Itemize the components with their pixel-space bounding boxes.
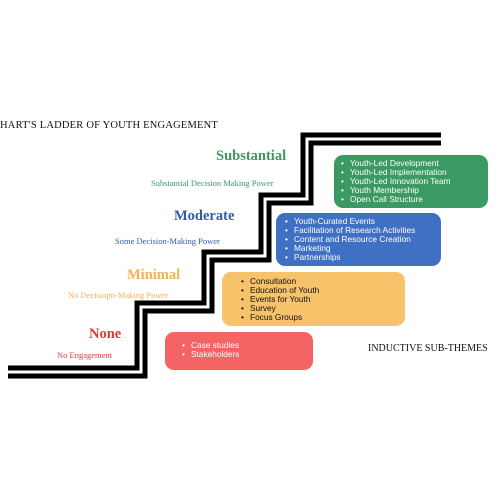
subtheme-item: Open Call Structure xyxy=(340,195,482,205)
subtheme-box-minimal: Consultation Education of Youth Events f… xyxy=(222,272,405,326)
subtheme-item: Facilitation of Research Activities xyxy=(284,226,433,236)
subtheme-item: Youth-Led Development xyxy=(340,159,482,169)
subthemes-label: INDUCTIVE SUB-THEMES xyxy=(368,343,488,354)
stair-inner-line xyxy=(8,132,441,371)
subtheme-item: Youth-Led Innovation Team xyxy=(340,177,482,187)
subtheme-item: Survey xyxy=(240,304,387,314)
diagram-title: HART'S LADDER OF YOUTH ENGAGEMENT xyxy=(0,120,219,131)
stair-outer-line xyxy=(8,140,441,379)
subtheme-item: Partnerships xyxy=(284,253,433,263)
level-desc-moderate: Some Decision-Making Power xyxy=(115,236,220,246)
level-name-substantial: Substantial xyxy=(216,148,287,164)
subtheme-item: Case studies xyxy=(181,341,297,351)
subtheme-item: Education of Youth xyxy=(240,286,387,296)
level-name-moderate: Moderate xyxy=(174,208,235,224)
level-desc-none: No Engagement xyxy=(57,350,112,360)
level-desc-substantial: Substantial Decision Making Power xyxy=(151,178,274,188)
subtheme-box-substantial: Youth-Led Development Youth-Led Implemen… xyxy=(334,155,488,208)
subtheme-box-none: Case studies Stakeholders xyxy=(165,332,313,370)
level-name-none: None xyxy=(89,326,122,342)
subtheme-item: Youth-Led Implementation xyxy=(340,168,482,178)
subtheme-box-moderate: Youth-Curated Events Facilitation of Res… xyxy=(276,213,441,266)
subtheme-item: Youth-Curated Events xyxy=(284,217,433,227)
subtheme-item: Marketing xyxy=(284,244,433,254)
subtheme-item: Content and Resource Creation xyxy=(284,235,433,245)
level-desc-minimal: No Decisiopn-Making Power xyxy=(68,290,169,300)
subtheme-item: Events for Youth xyxy=(240,295,387,305)
subtheme-item: Focus Groups xyxy=(240,313,387,323)
level-name-minimal: Minimal xyxy=(127,267,181,283)
subtheme-item: Stakeholders xyxy=(181,350,297,360)
subtheme-item: Consultation xyxy=(240,277,387,287)
subtheme-item: Youth Membership xyxy=(340,186,482,196)
